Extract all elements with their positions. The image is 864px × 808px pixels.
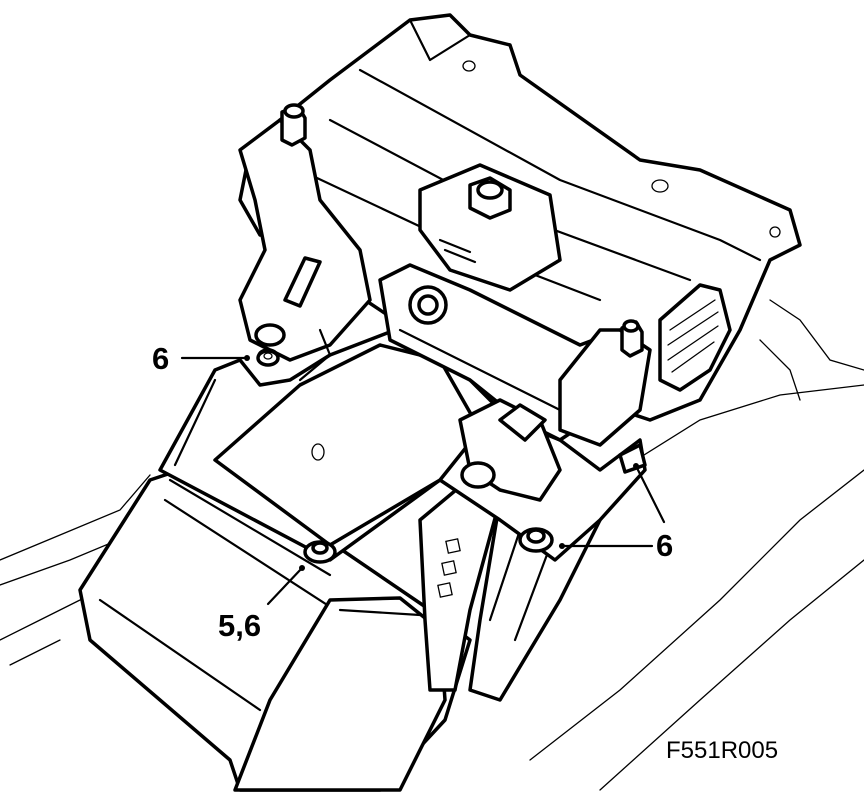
center-block: [418, 163, 562, 292]
left-bracket: [238, 103, 372, 382]
background-body-panels: [0, 299, 864, 791]
callout-6-right: 6: [656, 528, 673, 563]
leader-lower: [266, 566, 304, 606]
leader-right-upper: [634, 464, 666, 524]
lower-bracket: [458, 398, 647, 502]
mounting-plate: [158, 328, 647, 577]
nut-upper-left: [256, 349, 280, 367]
callout-6-upper-left: 6: [152, 341, 169, 376]
figure-code: F551R005: [666, 737, 778, 764]
nut-lower: [303, 540, 337, 564]
callout-leaders: [180, 355, 666, 606]
nut-right: [518, 527, 554, 553]
console-tunnel: [78, 458, 472, 792]
callout-5-6-lower: 5,6: [218, 608, 261, 643]
right-bracket: [558, 283, 732, 447]
